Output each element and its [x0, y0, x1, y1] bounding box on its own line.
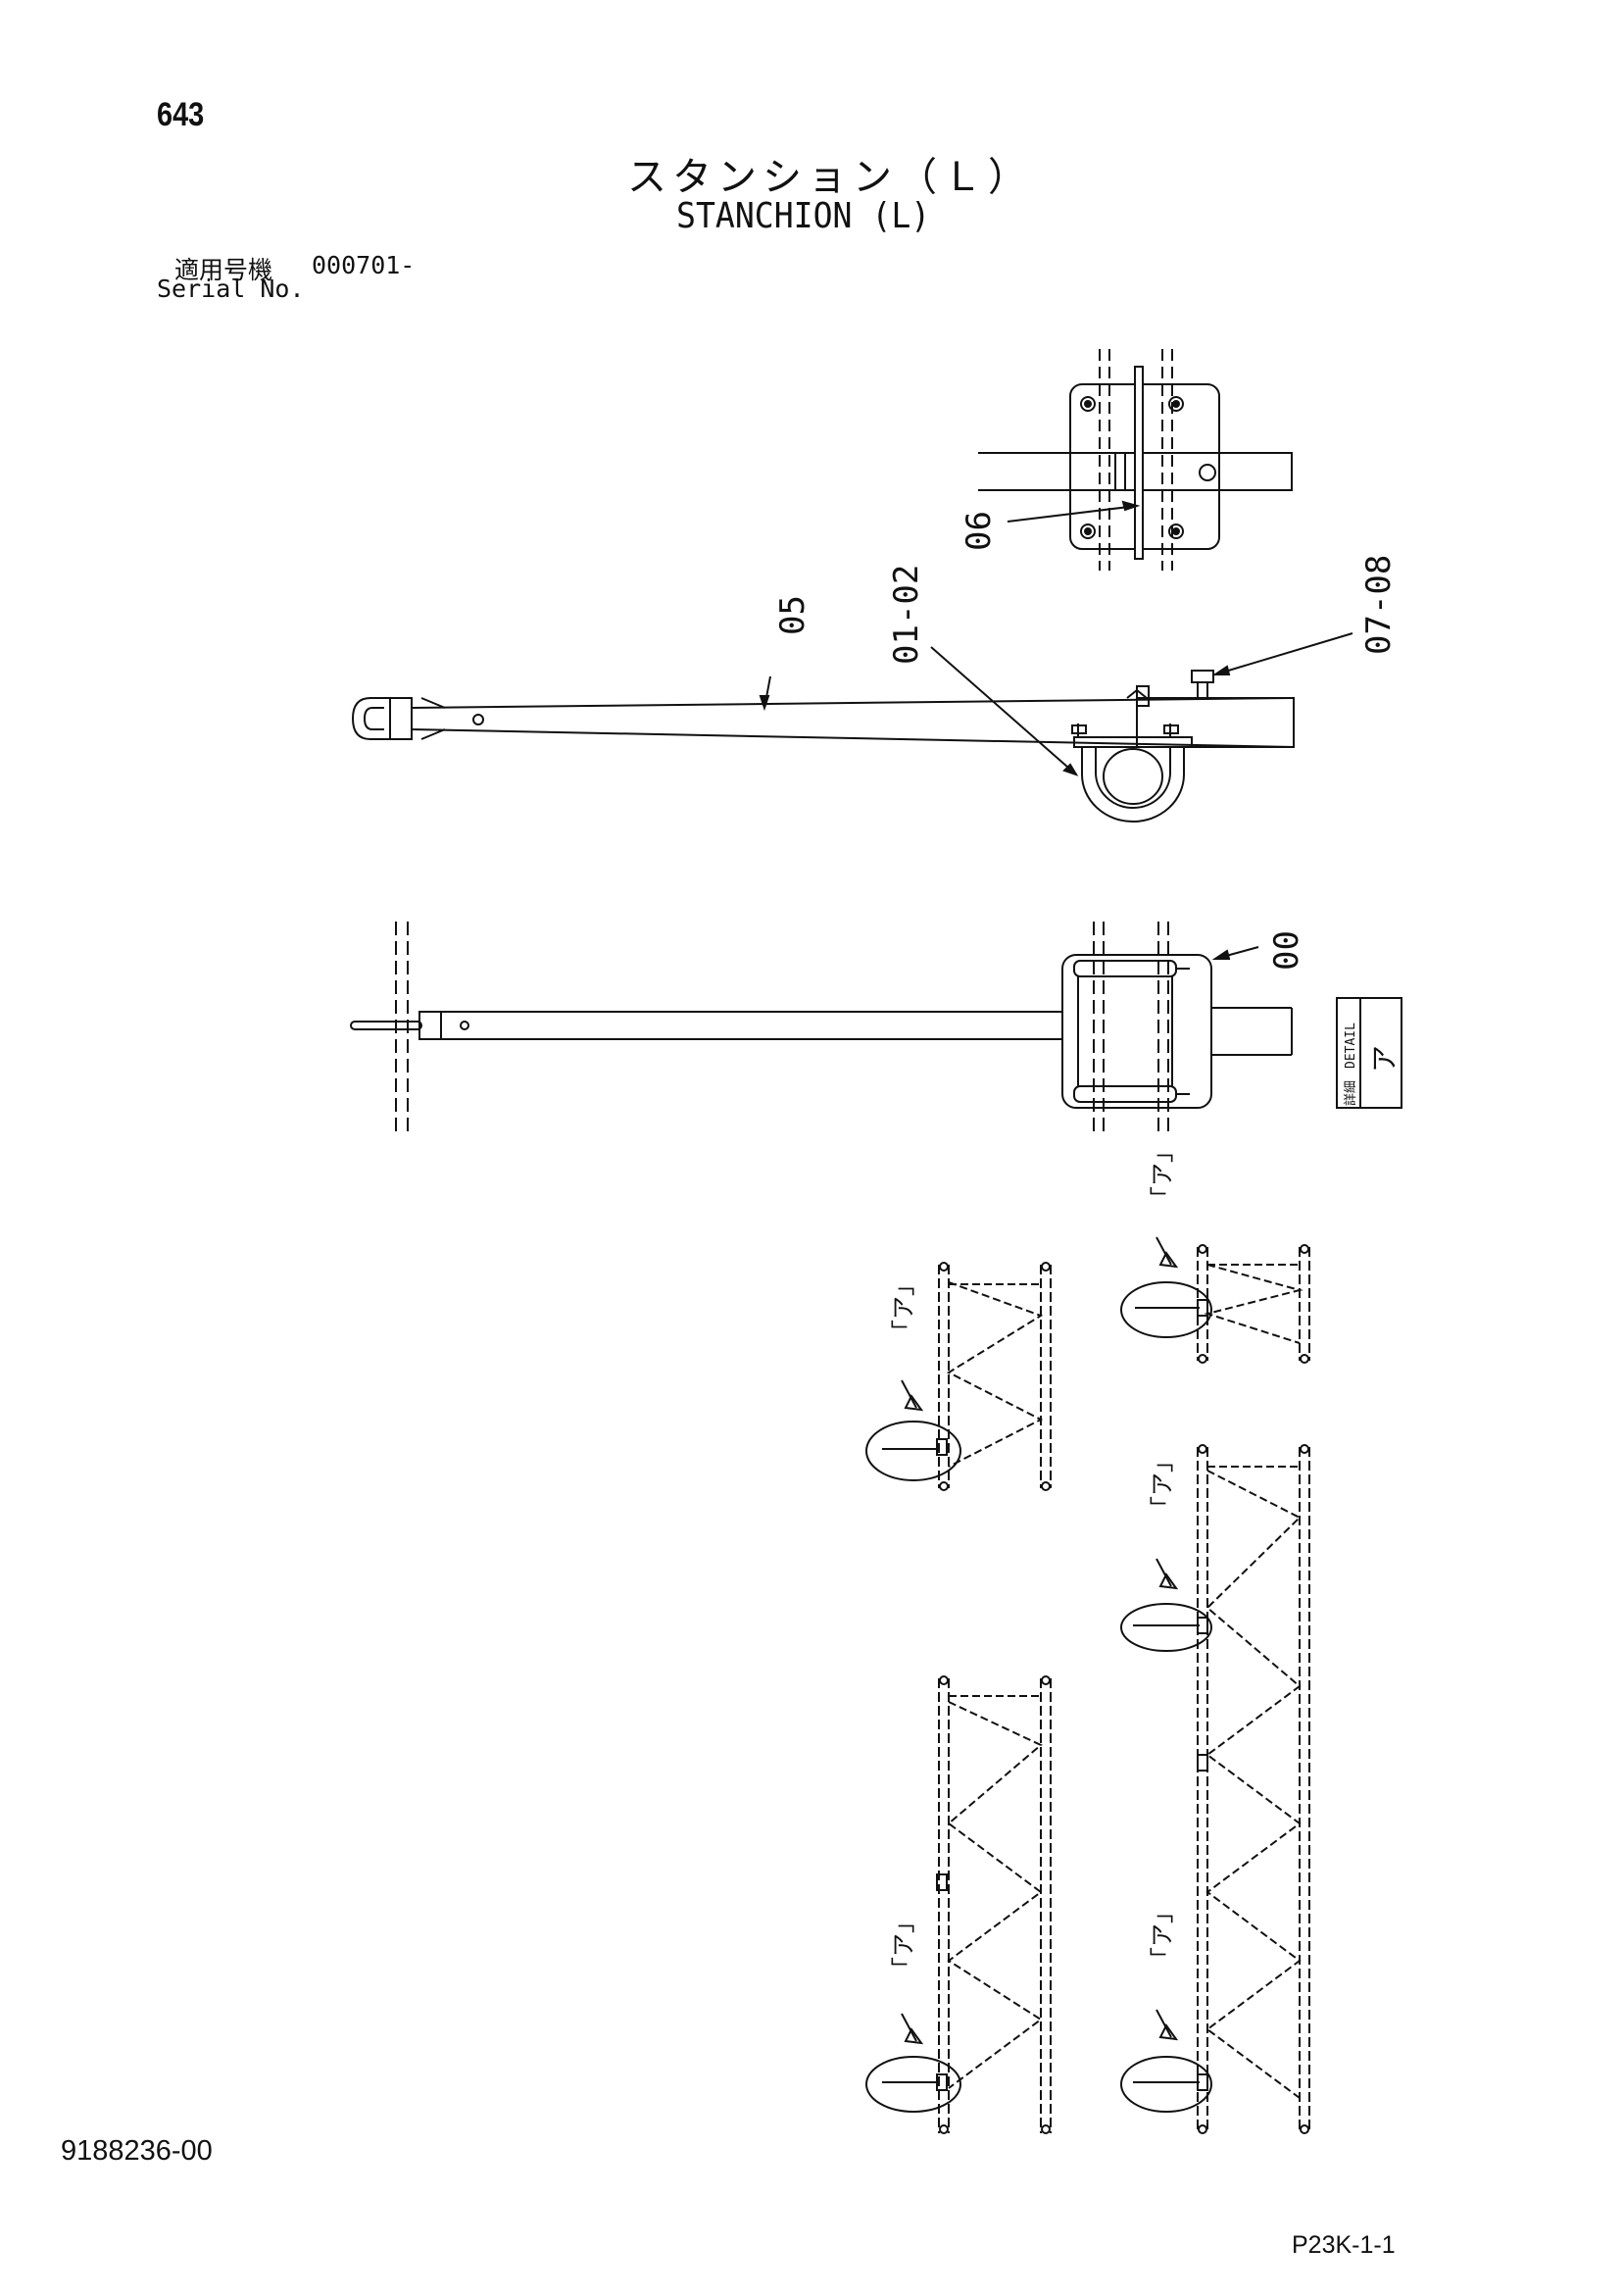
serial-number-value: 000701- [312, 251, 416, 279]
page-number: 643 [157, 96, 205, 133]
detail-box-label-en: DETAIL [1344, 1023, 1358, 1069]
truss-section-d [865, 1675, 1052, 2134]
detail-mark-4: 「ア」 [1149, 1900, 1176, 1971]
detail-box-symbol: ア [1368, 1045, 1401, 1073]
stanchion-plan-view [350, 922, 1293, 1137]
detail-mark-3: 「ア」 [1149, 1449, 1176, 1520]
callout-06: 06 [959, 511, 999, 551]
callout-01-02: 01-02 [887, 565, 926, 665]
detail-mark-2: 「ア」 [1149, 1139, 1176, 1210]
page-code: P23K-1-1 [1292, 2231, 1396, 2259]
page-title-japanese: スタンション（Ｌ） [627, 155, 1033, 200]
serial-label-english: Serial No. [157, 275, 305, 303]
truss-section-a [865, 1262, 1052, 1491]
mounting-plate-view [978, 349, 1293, 571]
truss-section-b [1120, 1236, 1310, 1364]
page-title-english: STANCHION (L) [676, 196, 931, 236]
serial-label-japanese: 適用号機 [174, 256, 273, 284]
callout-07-08: 07-08 [1359, 555, 1399, 655]
document-number: 9188236-00 [61, 2135, 213, 2167]
detail-mark-5: 「ア」 [890, 1910, 917, 1980]
detail-mark-1: 「ア」 [890, 1273, 917, 1343]
detail-box-label-small: 詳細 [1343, 1080, 1358, 1106]
stanchion-side-view [351, 632, 1353, 823]
callout-05: 05 [773, 595, 812, 635]
callout-00: 00 [1267, 930, 1306, 971]
truss-section-c [1120, 1444, 1310, 2134]
detail-reference-box: 詳細 DETAIL ア [1336, 997, 1402, 1109]
